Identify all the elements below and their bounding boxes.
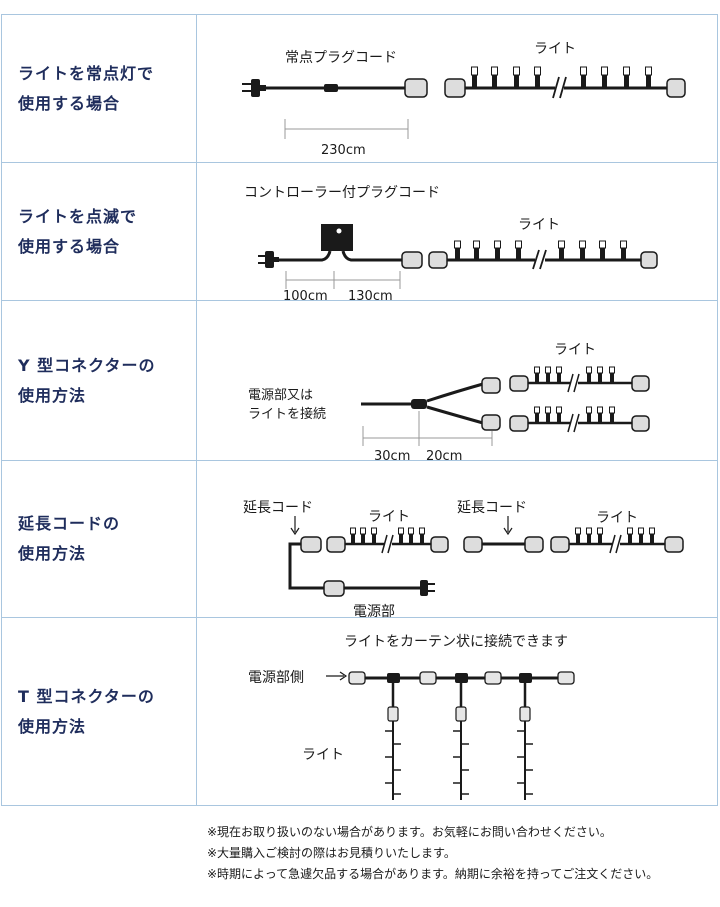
row-label: T 型コネクターの 使用方法 [2, 618, 197, 805]
y-connector-diagram: ライト 電源部又は ライトを接続 30cm 20cm [248, 342, 650, 461]
row-flashing: ライトを点滅で 使用する場合 コントローラー付プラグコード ライト 100cm … [2, 163, 717, 301]
plug-icon [258, 251, 279, 268]
controller-button-icon [336, 228, 342, 234]
row-label: 延長コードの 使用方法 [2, 461, 197, 617]
row-label-line: 使用方法 [18, 385, 87, 405]
power-label: 電源部 [353, 604, 395, 618]
branch-wire [426, 382, 484, 425]
light-string [509, 366, 650, 393]
curtain-drop [385, 673, 401, 800]
usage-table: ライトを常点灯で 使用する場合 常点プラグコード ライト 230cm [1, 14, 718, 806]
cord-wire [279, 250, 403, 262]
row-label-line: 使用する場合 [18, 93, 121, 113]
footnote: ※現在お取り扱いのない場合があります。お気軽にお問い合わせください。 [207, 825, 612, 839]
row-label: ライトを常点灯で 使用する場合 [2, 15, 197, 162]
light-label: ライト [302, 747, 344, 763]
row-label: ライトを点滅で 使用する場合 [2, 163, 197, 300]
light-label: ライト [596, 510, 638, 526]
plug-icon [420, 580, 435, 596]
connector-plug [348, 671, 575, 685]
extension-label: 延長コード [457, 500, 527, 516]
flashing-diagram: コントローラー付プラグコード ライト 100cm 130cm [244, 185, 658, 301]
row-label-line: ライトを点滅で [18, 206, 138, 226]
connector-plug [404, 78, 428, 98]
source-label: ライトを接続 [248, 406, 326, 422]
row-label: Y 型コネクターの 使用方法 [2, 301, 197, 460]
dimension-label: 130cm [348, 289, 393, 301]
row-label-line: 使用方法 [18, 544, 87, 563]
dimension-label: 20cm [426, 449, 462, 461]
row-constant-on: ライトを常点灯で 使用する場合 常点プラグコード ライト 230cm [2, 15, 717, 163]
dimension-label: 230cm [321, 143, 366, 158]
connector-plug [481, 377, 501, 394]
light-label: ライト [554, 342, 596, 358]
constant-on-diagram: 常点プラグコード ライト 230cm [242, 41, 686, 158]
row-label-line: 使用する場合 [18, 236, 121, 256]
curtain-drop [517, 673, 533, 800]
light-label: ライト [368, 509, 410, 525]
connector-plug [463, 536, 483, 553]
light-string [509, 406, 650, 433]
light-string [444, 66, 686, 99]
controller-box [321, 224, 353, 251]
power-side-label: 電源部側 [248, 670, 304, 686]
row-extension-cord: 延長コードの 使用方法 延長コード ライト 延長コード ライト 電源部 [2, 461, 717, 618]
light-string [550, 527, 684, 554]
arrow-right-icon [326, 671, 348, 681]
y-joint [411, 399, 427, 409]
connector-plug [323, 580, 345, 597]
extension-wire [288, 542, 325, 590]
row-label-line: 使用方法 [18, 716, 87, 736]
cord-joint [324, 84, 338, 92]
light-label: ライト [518, 217, 560, 233]
connector-plug [300, 536, 322, 553]
dimension-label: 100cm [283, 289, 328, 301]
row-t-connector: T 型コネクターの 使用方法 ライトをカーテン状に接続できます 電源部側 ライト [2, 618, 717, 805]
connector-plug [401, 251, 423, 269]
row-label-line: 延長コードの [18, 514, 121, 533]
extension-label: 延長コード [243, 500, 313, 516]
source-label: 電源部又は [248, 388, 313, 403]
footnotes: ※現在お取り扱いのない場合があります。お気軽にお問い合わせください。 ※大量購入… [207, 822, 658, 885]
light-label: ライト [534, 41, 576, 57]
row-label-line: T 型コネクターの [18, 686, 155, 706]
connector-plug [481, 414, 501, 431]
cord-label: コントローラー付プラグコード [244, 185, 440, 201]
extension-cord-diagram: 延長コード ライト 延長コード ライト 電源部 [243, 500, 684, 618]
curtain-drop [453, 673, 469, 800]
diagram-title: ライトをカーテン状に接続できます [344, 633, 568, 650]
dimension-label: 30cm [374, 449, 410, 461]
row-y-connector: Y 型コネクターの 使用方法 ライト 電源部又は ライトを接続 30cm 20c… [2, 301, 717, 461]
cord-label: 常点プラグコード [285, 50, 397, 66]
light-string [326, 527, 449, 554]
plug-icon [242, 79, 266, 97]
footnote: ※大量購入ご検討の際はお見積りいたします。 [207, 846, 456, 860]
row-label-line: ライトを常点灯で [18, 63, 155, 83]
connector-plug [524, 536, 544, 553]
footnote: ※時期によって急遽欠品する場合があります。納期に余裕を持ってご注文ください。 [207, 867, 659, 881]
t-connector-diagram: ライトをカーテン状に接続できます 電源部側 ライト [248, 633, 575, 800]
row-label-line: Y 型コネクターの [18, 355, 156, 375]
light-string [428, 240, 658, 270]
arrow-down-icon [290, 516, 300, 536]
arrow-down-icon [503, 516, 513, 536]
